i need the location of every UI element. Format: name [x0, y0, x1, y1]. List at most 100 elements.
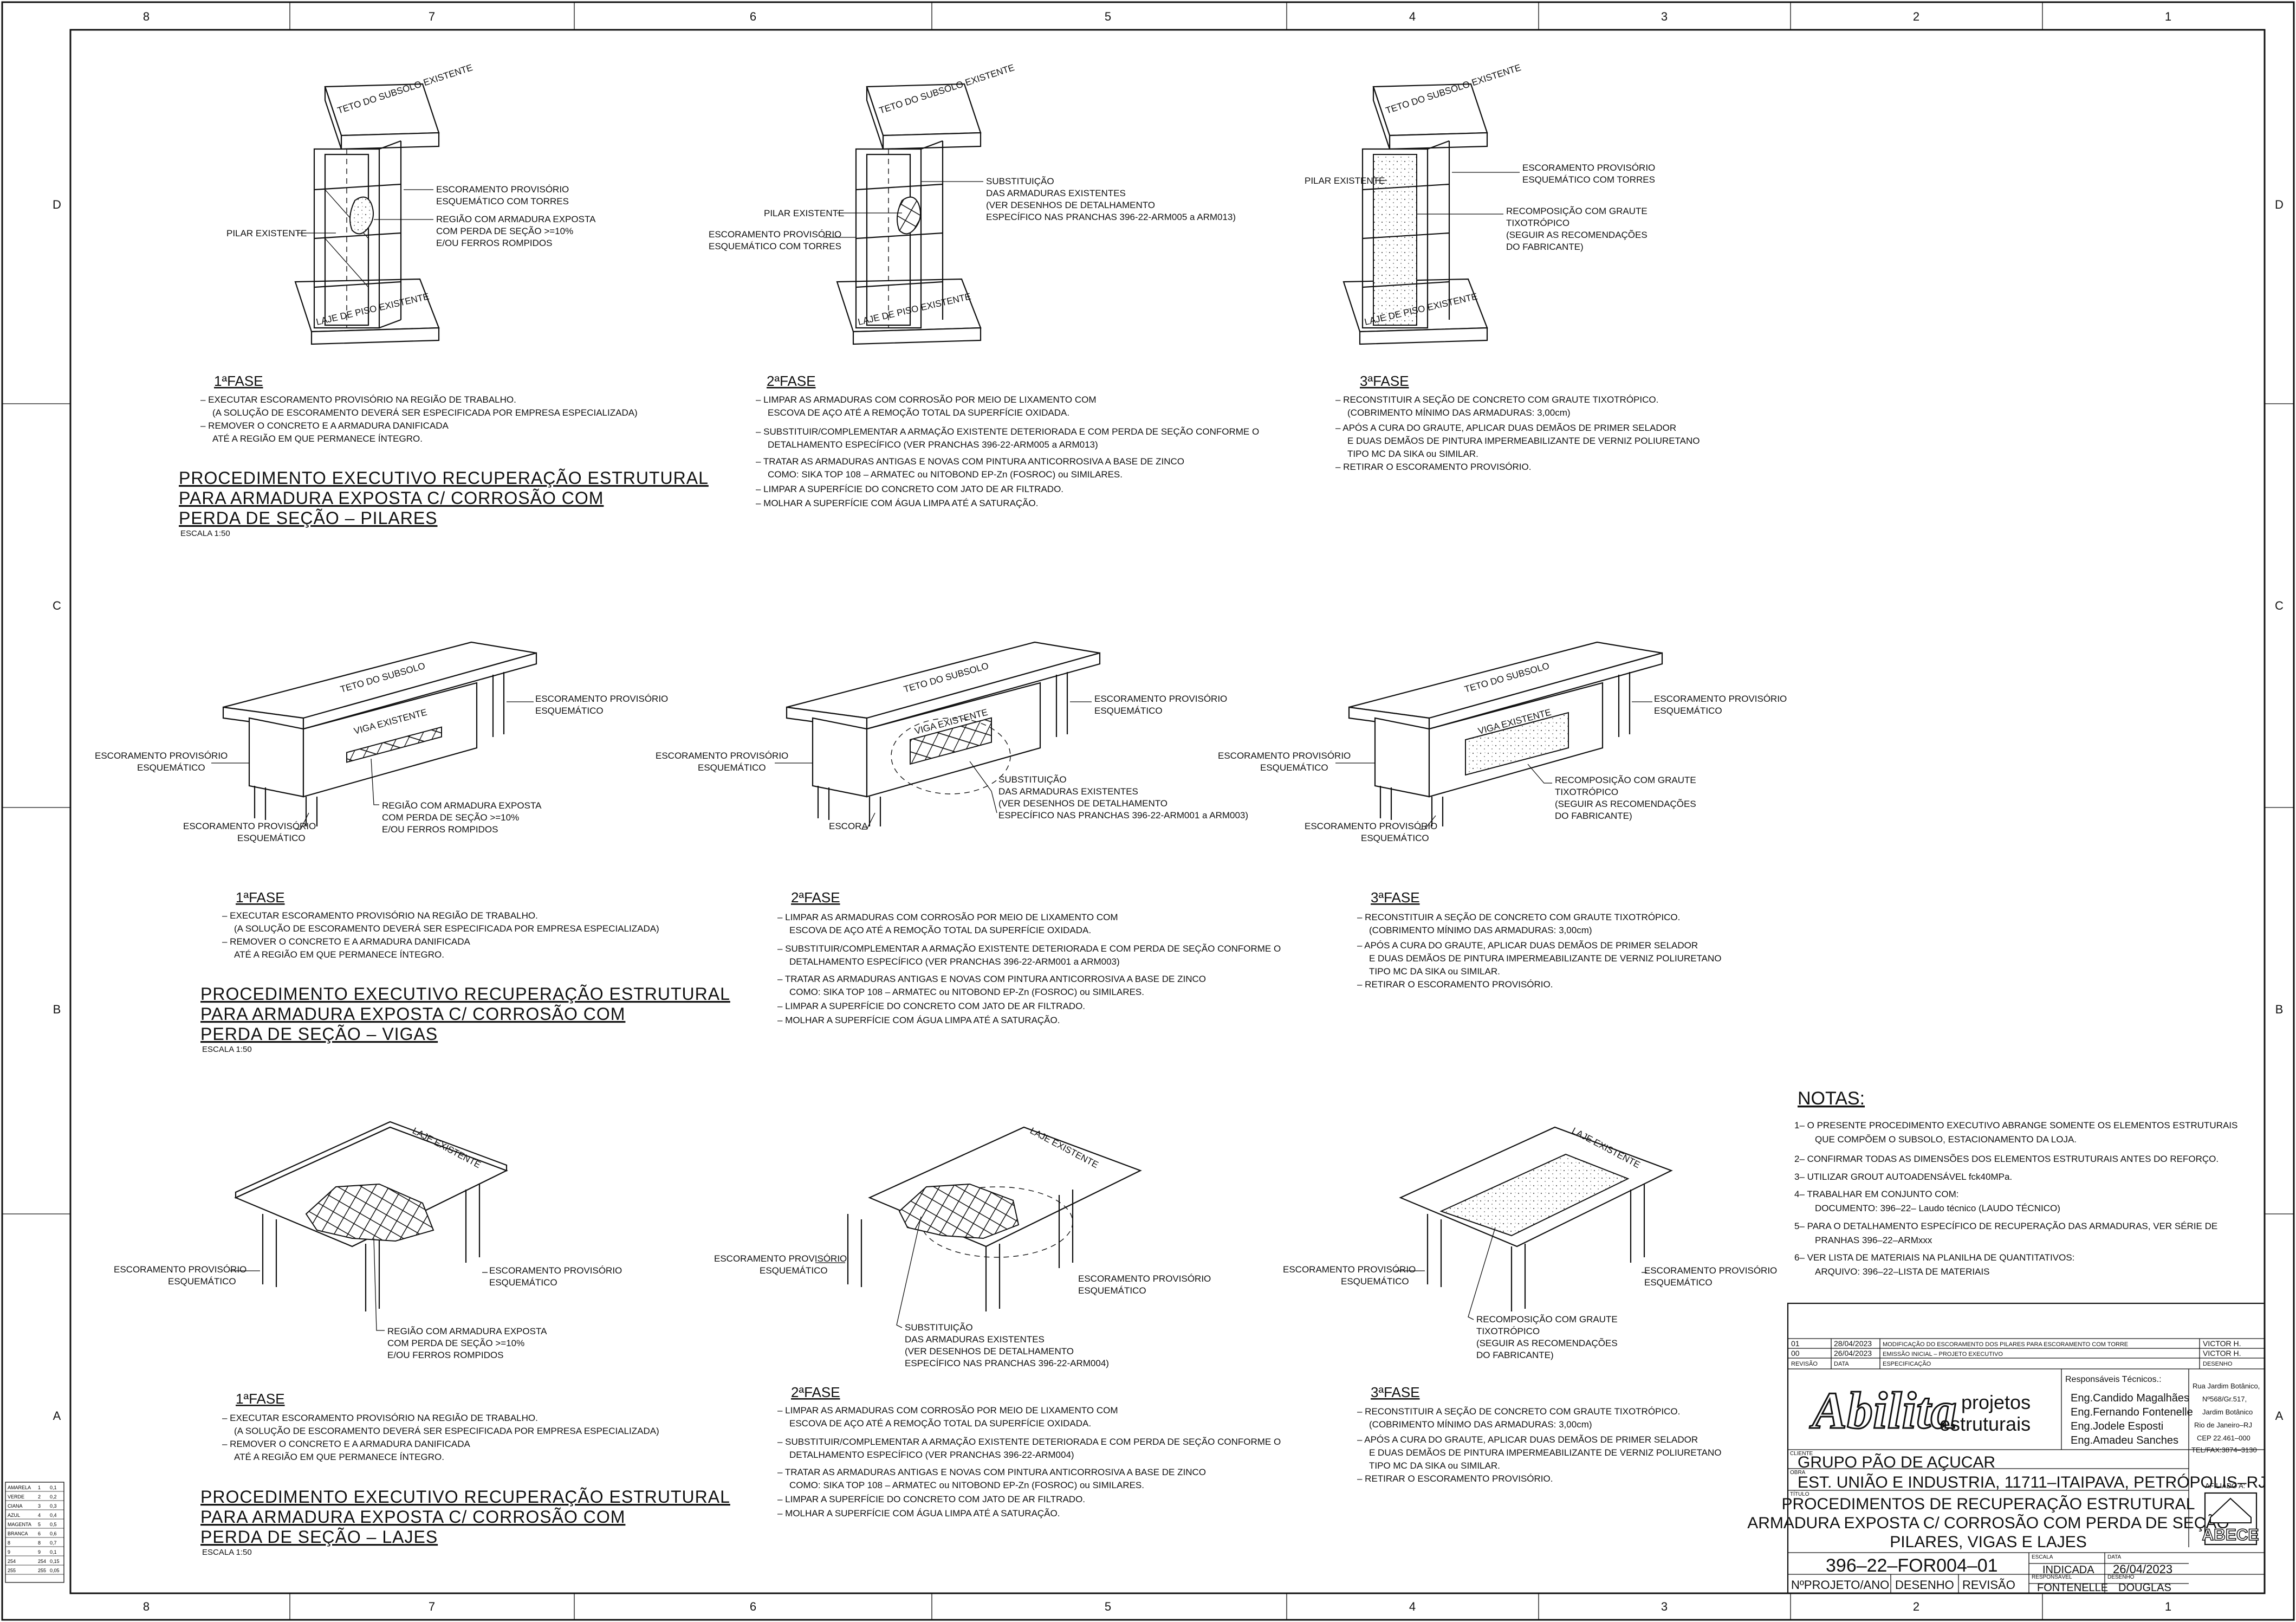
pillar-phase1-callouts: ESCORAMENTO PROVISÓRIO ESQUEMÁTICO COM T…	[226, 184, 596, 248]
callout-pilar: PILAR EXISTENTE	[1305, 176, 1385, 186]
callout-escoramento-torres: ESCORAMENTO PROVISÓRIO	[436, 184, 569, 195]
callout-pilar: PILAR EXISTENTE	[764, 208, 844, 218]
revision-cell: VICTOR H.	[2203, 1349, 2241, 1358]
phase-step: – RECONSTITUIR A SEÇÃO DE CONCRETO COM G…	[1357, 912, 1680, 922]
affiliate-label: AFILIADO A:	[2205, 1482, 2245, 1490]
callout-escoramento: ESQUEMÁTICO	[698, 762, 766, 773]
pen-table-cell: 0,1	[50, 1485, 57, 1490]
phase-step: – LIMPAR A SUPERFÍCIE DO CONCRETO COM JA…	[777, 1001, 1085, 1011]
callout-regiao: COM PERDA DE SEÇÃO >=10%	[382, 812, 519, 823]
callout-recomposicao: RECOMPOSIÇÃO COM GRAUTE	[1476, 1314, 1618, 1324]
phase-step: ESCOVA DE AÇO ATÉ A REMOÇÃO TOTAL DA SUP…	[789, 1418, 1091, 1429]
phase-step: ATÉ A REGIÃO EM QUE PERMANECE ÍNTEGRO.	[234, 949, 444, 960]
zone-row-label: C	[53, 599, 61, 612]
pen-table-cell: 8	[38, 1540, 41, 1546]
company-name: projetos	[1961, 1391, 2031, 1413]
callout-pilar: PILAR EXISTENTE	[226, 228, 307, 238]
phase-step: (A SOLUÇÃO DE ESCORAMENTO DEVERÁ SER ESP…	[212, 408, 638, 418]
pillar-drawing-phase3: TETO DO SUBSOLO EXISTENTE LAJE DE PISO E…	[1342, 62, 1522, 345]
callout-recomposicao: (SEGUIR AS RECOMENDAÇÕES	[1476, 1338, 1618, 1348]
zone-col-label: 4	[1409, 1600, 1416, 1613]
phase-heading: 2ªFASE	[767, 373, 816, 389]
callout-regiao: REGIÃO COM ARMADURA EXPOSTA	[436, 214, 596, 224]
zone-col-label: 8	[143, 10, 150, 23]
pen-table-cell: 0,5	[50, 1522, 57, 1527]
phase-step: – SUBSTITUIR/COMPLEMENTAR A ARMAÇÃO EXIS…	[777, 944, 1281, 954]
drawing-number: 396–22–FOR004–01	[1826, 1555, 1998, 1576]
revision-cell: VICTOR H.	[2203, 1339, 2241, 1348]
phase-step: TIPO MC DA SIKA ou SIMILAR.	[1347, 449, 1478, 459]
phase-heading: 3ªFASE	[1371, 1384, 1420, 1400]
callout-substituicao: DAS ARMADURAS EXISTENTES	[998, 786, 1138, 797]
callout-recomposicao: TIXOTRÓPICO	[1476, 1326, 1540, 1336]
zone-row-label: C	[2275, 599, 2284, 612]
section-title: PERDA DE SEÇÃO – LAJES	[200, 1527, 438, 1547]
callout-escoramento: ESCORAMENTO PROVISÓRIO	[1094, 694, 1227, 704]
drawing-title: ARMADURA EXPOSTA C/ CORROSÃO COM PERDA D…	[1747, 1514, 2229, 1532]
field-label: TÍTULO	[1790, 1490, 1809, 1497]
zone-col-label: 5	[1105, 1600, 1111, 1613]
phase-step: ESCOVA DE AÇO ATÉ A REMOÇÃO TOTAL DA SUP…	[768, 408, 1069, 418]
pen-table-cell: 9	[38, 1549, 41, 1555]
slab-phase3-text: 3ªFASE – RECONSTITUIR A SEÇÃO DE CONCRET…	[1357, 1384, 1722, 1484]
beam-drawing-phase2: TETO DO SUBSOLO VIGA EXISTENTE	[786, 641, 1101, 826]
phase-step: – SUBSTITUIR/COMPLEMENTAR A ARMAÇÃO EXIS…	[777, 1437, 1281, 1447]
pillar-phase3-callouts: PILAR EXISTENTE ESCORAMENTO PROVISÓRIO E…	[1305, 163, 1655, 252]
project-site: EST. UNIÃO E INDUSTRIA, 11711–ITAIPAVA, …	[1798, 1473, 2266, 1491]
revision-header: DATA	[1834, 1361, 1849, 1367]
note-line: 5– PARA O DETALHAMENTO ESPECÍFICO DE REC…	[1794, 1221, 2217, 1231]
pillar-phase2-callouts: SUBSTITUIÇÃO DAS ARMADURAS EXISTENTES (V…	[709, 176, 1236, 251]
zone-col-label: 2	[1913, 1600, 1919, 1613]
client-name: GRUPO PÃO DE AÇUCAR	[1798, 1453, 1995, 1471]
callout-escoramento: ESQUEMÁTICO	[1361, 833, 1429, 843]
phase-step: – RETIRAR O ESCORAMENTO PROVISÓRIO.	[1357, 1474, 1553, 1484]
callout-substituicao: (VER DESENHOS DE DETALHAMENTO	[986, 200, 1155, 210]
phase-heading: 2ªFASE	[791, 889, 840, 906]
phase-step: ESCOVA DE AÇO ATÉ A REMOÇÃO TOTAL DA SUP…	[789, 925, 1091, 935]
field-label: DATA	[2107, 1554, 2122, 1560]
phase-step: – MOLHAR A SUPERFÍCIE COM ÁGUA LIMPA ATÉ…	[777, 1015, 1060, 1025]
callout-escoramento: ESCORAMENTO PROVISÓRIO	[1644, 1265, 1777, 1276]
zone-row-label: D	[2275, 198, 2284, 211]
callout-substituicao: DAS ARMADURAS EXISTENTES	[905, 1334, 1045, 1345]
title-pilares: PROCEDIMENTO EXECUTIVO RECUPERAÇÃO ESTRU…	[179, 468, 708, 538]
phase-step: (COBRIMENTO MÍNIMO DAS ARMADURAS: 3,00cm…	[1369, 1419, 1592, 1430]
zone-labels: 8 7 6 5 4 3 2 1 8 7 6 5 4 3 2 1 D C B A …	[53, 10, 2284, 1613]
field-label: CLIENTE	[1790, 1451, 1813, 1457]
revision-label: REVISÃO	[1962, 1578, 2015, 1592]
zone-col-label: 7	[429, 1600, 435, 1613]
callout-escoramento-torres: ESCORAMENTO PROVISÓRIO	[709, 229, 841, 240]
callout-substituicao: SUBSTITUIÇÃO	[905, 1322, 973, 1333]
revision-header: REVISÃO	[1791, 1360, 1818, 1367]
pen-table-cell: 3	[38, 1503, 41, 1509]
phase-step: (A SOLUÇÃO DE ESCORAMENTO DEVERÁ SER ESP…	[234, 923, 659, 934]
zone-col-label: 3	[1661, 1600, 1668, 1613]
pillar-phase3-text: 3ªFASE – RECONSTITUIR A SEÇÃO DE CONCRET…	[1335, 373, 1700, 472]
callout-escoramento: ESCORAMENTO PROVISÓRIO	[489, 1265, 622, 1276]
phase-step: (COBRIMENTO MÍNIMO DAS ARMADURAS: 3,00cm…	[1369, 925, 1592, 935]
pen-table-cell: 0,4	[50, 1513, 57, 1518]
pen-table-cell: 0,2	[50, 1494, 57, 1500]
callout-escoramento: ESCORAMENTO PROVISÓRIO	[714, 1253, 847, 1264]
note-line: DOCUMENTO: 396–22– Laudo técnico (LAUDO …	[1815, 1203, 2060, 1213]
section-title: PERDA DE SEÇÃO – PILARES	[179, 508, 438, 528]
phase-step: DETALHAMENTO ESPECÍFICO (VER PRANCHAS 39…	[768, 440, 1098, 450]
phase-step: – APÓS A CURA DO GRAUTE, APLICAR DUAS DE…	[1357, 1434, 1698, 1445]
zone-col-label: 7	[429, 10, 435, 23]
revision-header: DESENHO	[2203, 1361, 2233, 1367]
callout-regiao: COM PERDA DE SEÇÃO >=10%	[436, 226, 573, 236]
slab-phase1-callouts: ESCORAMENTO PROVISÓRIO ESQUEMÁTICO ESCOR…	[114, 1238, 622, 1360]
phase-step: COMO: SIKA TOP 108 – ARMATEC ou NITOBOND…	[789, 987, 1144, 997]
pen-table-cell: CIANA	[8, 1503, 23, 1509]
drawing-title: PROCEDIMENTOS DE RECUPERAÇÃO ESTRUTURAL	[1782, 1495, 2195, 1513]
callout-escoramento: ESCORAMENTO PROVISÓRIO	[535, 694, 668, 704]
phase-heading: 1ªFASE	[214, 373, 263, 389]
zone-col-label: 6	[750, 1600, 756, 1613]
callout-escora: ESCORA	[829, 821, 868, 831]
slab-drawing-phase3: LAJE EXISTENTE	[1399, 1126, 1673, 1311]
pen-table-cell: 254	[38, 1559, 46, 1564]
phase-step: – REMOVER O CONCRETO E A ARMADURA DANIFI…	[222, 1439, 470, 1449]
callout-recomposicao: TIXOTRÓPICO	[1555, 787, 1618, 797]
